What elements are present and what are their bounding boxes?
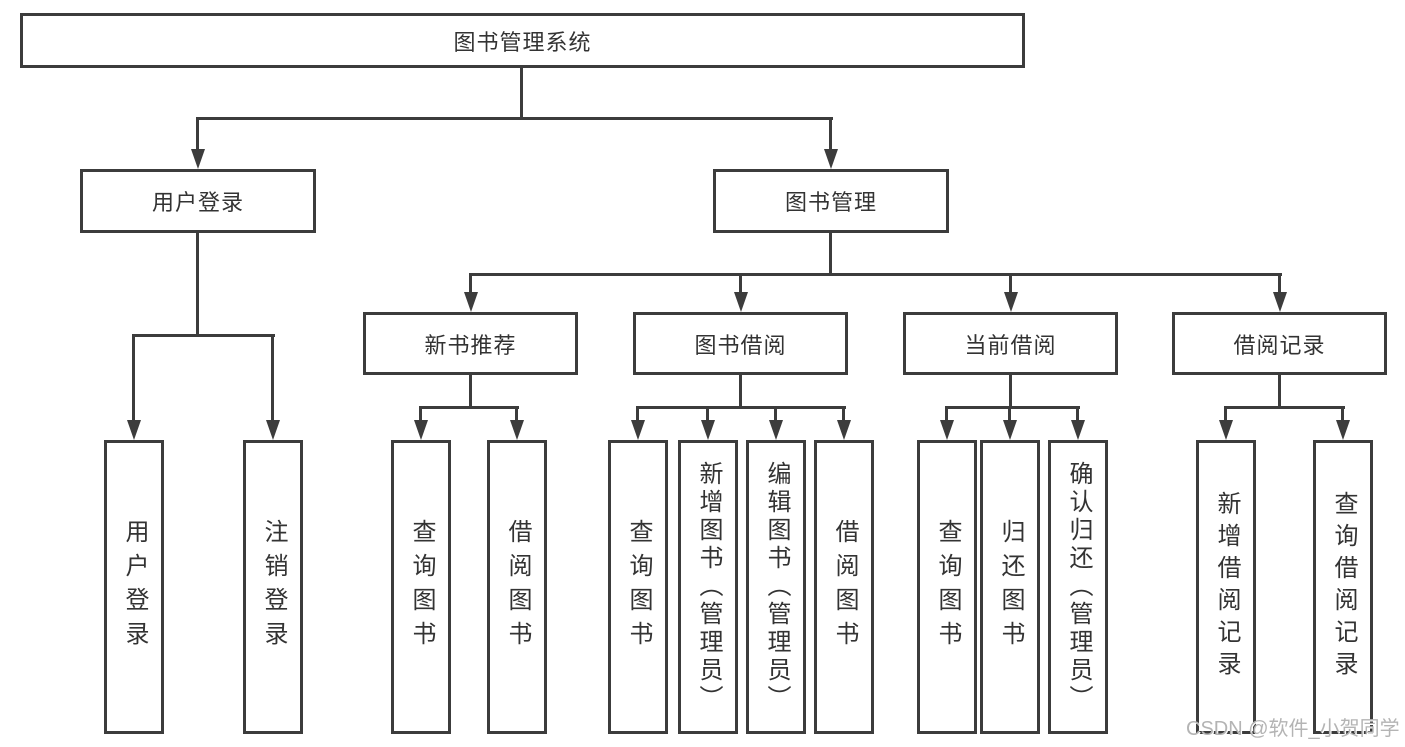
arrow-down-icon — [1219, 420, 1233, 440]
connector-line — [945, 406, 948, 422]
node-leaf-edit-books-admin: 编辑图书（管理员） — [746, 440, 806, 734]
connector-line — [419, 406, 422, 422]
watermark: CSDN @软件_小贺同学 — [1186, 718, 1400, 740]
arrow-down-icon — [414, 420, 428, 440]
connector-line — [1224, 406, 1227, 422]
connector-line — [419, 406, 519, 409]
node-root: 图书管理系统 — [20, 13, 1025, 68]
connector-line — [515, 406, 518, 422]
connector-line — [520, 68, 523, 120]
arrow-down-icon — [464, 292, 478, 312]
connector-line — [196, 117, 199, 151]
arrow-down-icon — [1004, 292, 1018, 312]
connector-line — [469, 273, 472, 293]
node-label: 查询图书 — [408, 519, 435, 655]
node-leaf-query-books-recommend: 查询图书 — [391, 440, 451, 734]
arrow-down-icon — [1003, 420, 1017, 440]
node-label: 借阅图书 — [831, 519, 858, 655]
node-label: 查询图书 — [934, 519, 961, 655]
arrow-down-icon — [191, 149, 205, 169]
node-label: 查询图书 — [625, 519, 652, 655]
arrow-down-icon — [734, 292, 748, 312]
node-label: 归还图书 — [997, 519, 1024, 655]
arrow-down-icon — [266, 420, 280, 440]
connector-line — [469, 273, 1282, 276]
connector-line — [1009, 273, 1012, 293]
node-label: 借阅图书 — [504, 519, 531, 655]
arrow-down-icon — [824, 149, 838, 169]
arrow-down-icon — [127, 420, 141, 440]
node-leaf-return-books: 归还图书 — [980, 440, 1040, 734]
connector-line — [271, 334, 274, 422]
arrow-down-icon — [940, 420, 954, 440]
connector-line — [706, 406, 709, 422]
node-book-management: 图书管理 — [713, 169, 949, 233]
node-current-borrowing: 当前借阅 — [903, 312, 1118, 375]
connector-line — [132, 334, 135, 422]
connector-line — [196, 233, 199, 337]
node-leaf-add-borrow-record: 新增借阅记录 — [1196, 440, 1256, 734]
node-label: 新书推荐 — [424, 332, 517, 358]
arrow-down-icon — [1336, 420, 1350, 440]
node-label: 用户登录 — [151, 190, 244, 215]
connector-line — [1278, 375, 1281, 409]
connector-line — [196, 117, 833, 120]
arrow-down-icon — [1273, 292, 1287, 312]
connector-line — [829, 117, 832, 151]
connector-line — [1008, 406, 1011, 422]
node-new-book-recommendation: 新书推荐 — [363, 312, 578, 375]
node-label: 查询借阅记录 — [1330, 491, 1357, 683]
node-book-borrowing: 图书借阅 — [633, 312, 848, 375]
connector-line — [739, 273, 742, 293]
connector-line — [829, 233, 832, 276]
connector-line — [1009, 375, 1012, 409]
node-label: 新增借阅记录 — [1213, 491, 1240, 683]
node-label: 借阅记录 — [1233, 332, 1326, 358]
node-borrowing-records: 借阅记录 — [1172, 312, 1387, 375]
arrow-down-icon — [701, 420, 715, 440]
node-label: 图书管理 — [784, 190, 877, 215]
node-user-login: 用户登录 — [80, 169, 316, 233]
node-label: 确认归还（管理员） — [1065, 461, 1092, 713]
node-root-label: 图书管理系统 — [453, 29, 592, 55]
node-leaf-logout: 注销登录 — [243, 440, 303, 734]
node-leaf-borrow-books: 借阅图书 — [814, 440, 874, 734]
node-leaf-add-books-admin: 新增图书（管理员） — [678, 440, 738, 734]
node-label: 编辑图书（管理员） — [763, 461, 790, 713]
arrow-down-icon — [769, 420, 783, 440]
connector-line — [739, 375, 742, 409]
node-label: 新增图书（管理员） — [695, 461, 722, 713]
node-leaf-query-books-current: 查询图书 — [917, 440, 977, 734]
node-leaf-borrow-books-recommend: 借阅图书 — [487, 440, 547, 734]
arrow-down-icon — [837, 420, 851, 440]
node-leaf-confirm-return-admin: 确认归还（管理员） — [1048, 440, 1108, 734]
connector-line — [774, 406, 777, 422]
node-label: 注销登录 — [260, 519, 287, 655]
connector-line — [842, 406, 845, 422]
connector-line — [1224, 406, 1345, 409]
connector-line — [469, 375, 472, 409]
connector-line — [636, 406, 639, 422]
arrow-down-icon — [631, 420, 645, 440]
node-label: 图书借阅 — [694, 332, 787, 358]
connector-line — [132, 334, 275, 337]
connector-line — [945, 406, 1080, 409]
node-leaf-user-login: 用户登录 — [104, 440, 164, 734]
connector-line — [1341, 406, 1344, 422]
node-label: 用户登录 — [121, 519, 148, 655]
node-leaf-query-borrow-record: 查询借阅记录 — [1313, 440, 1373, 734]
node-label: 当前借阅 — [964, 332, 1057, 358]
connector-line — [636, 406, 846, 409]
connector-line — [1278, 273, 1281, 293]
node-leaf-query-books-borrow: 查询图书 — [608, 440, 668, 734]
connector-line — [1076, 406, 1079, 422]
arrow-down-icon — [510, 420, 524, 440]
arrow-down-icon — [1071, 420, 1085, 440]
